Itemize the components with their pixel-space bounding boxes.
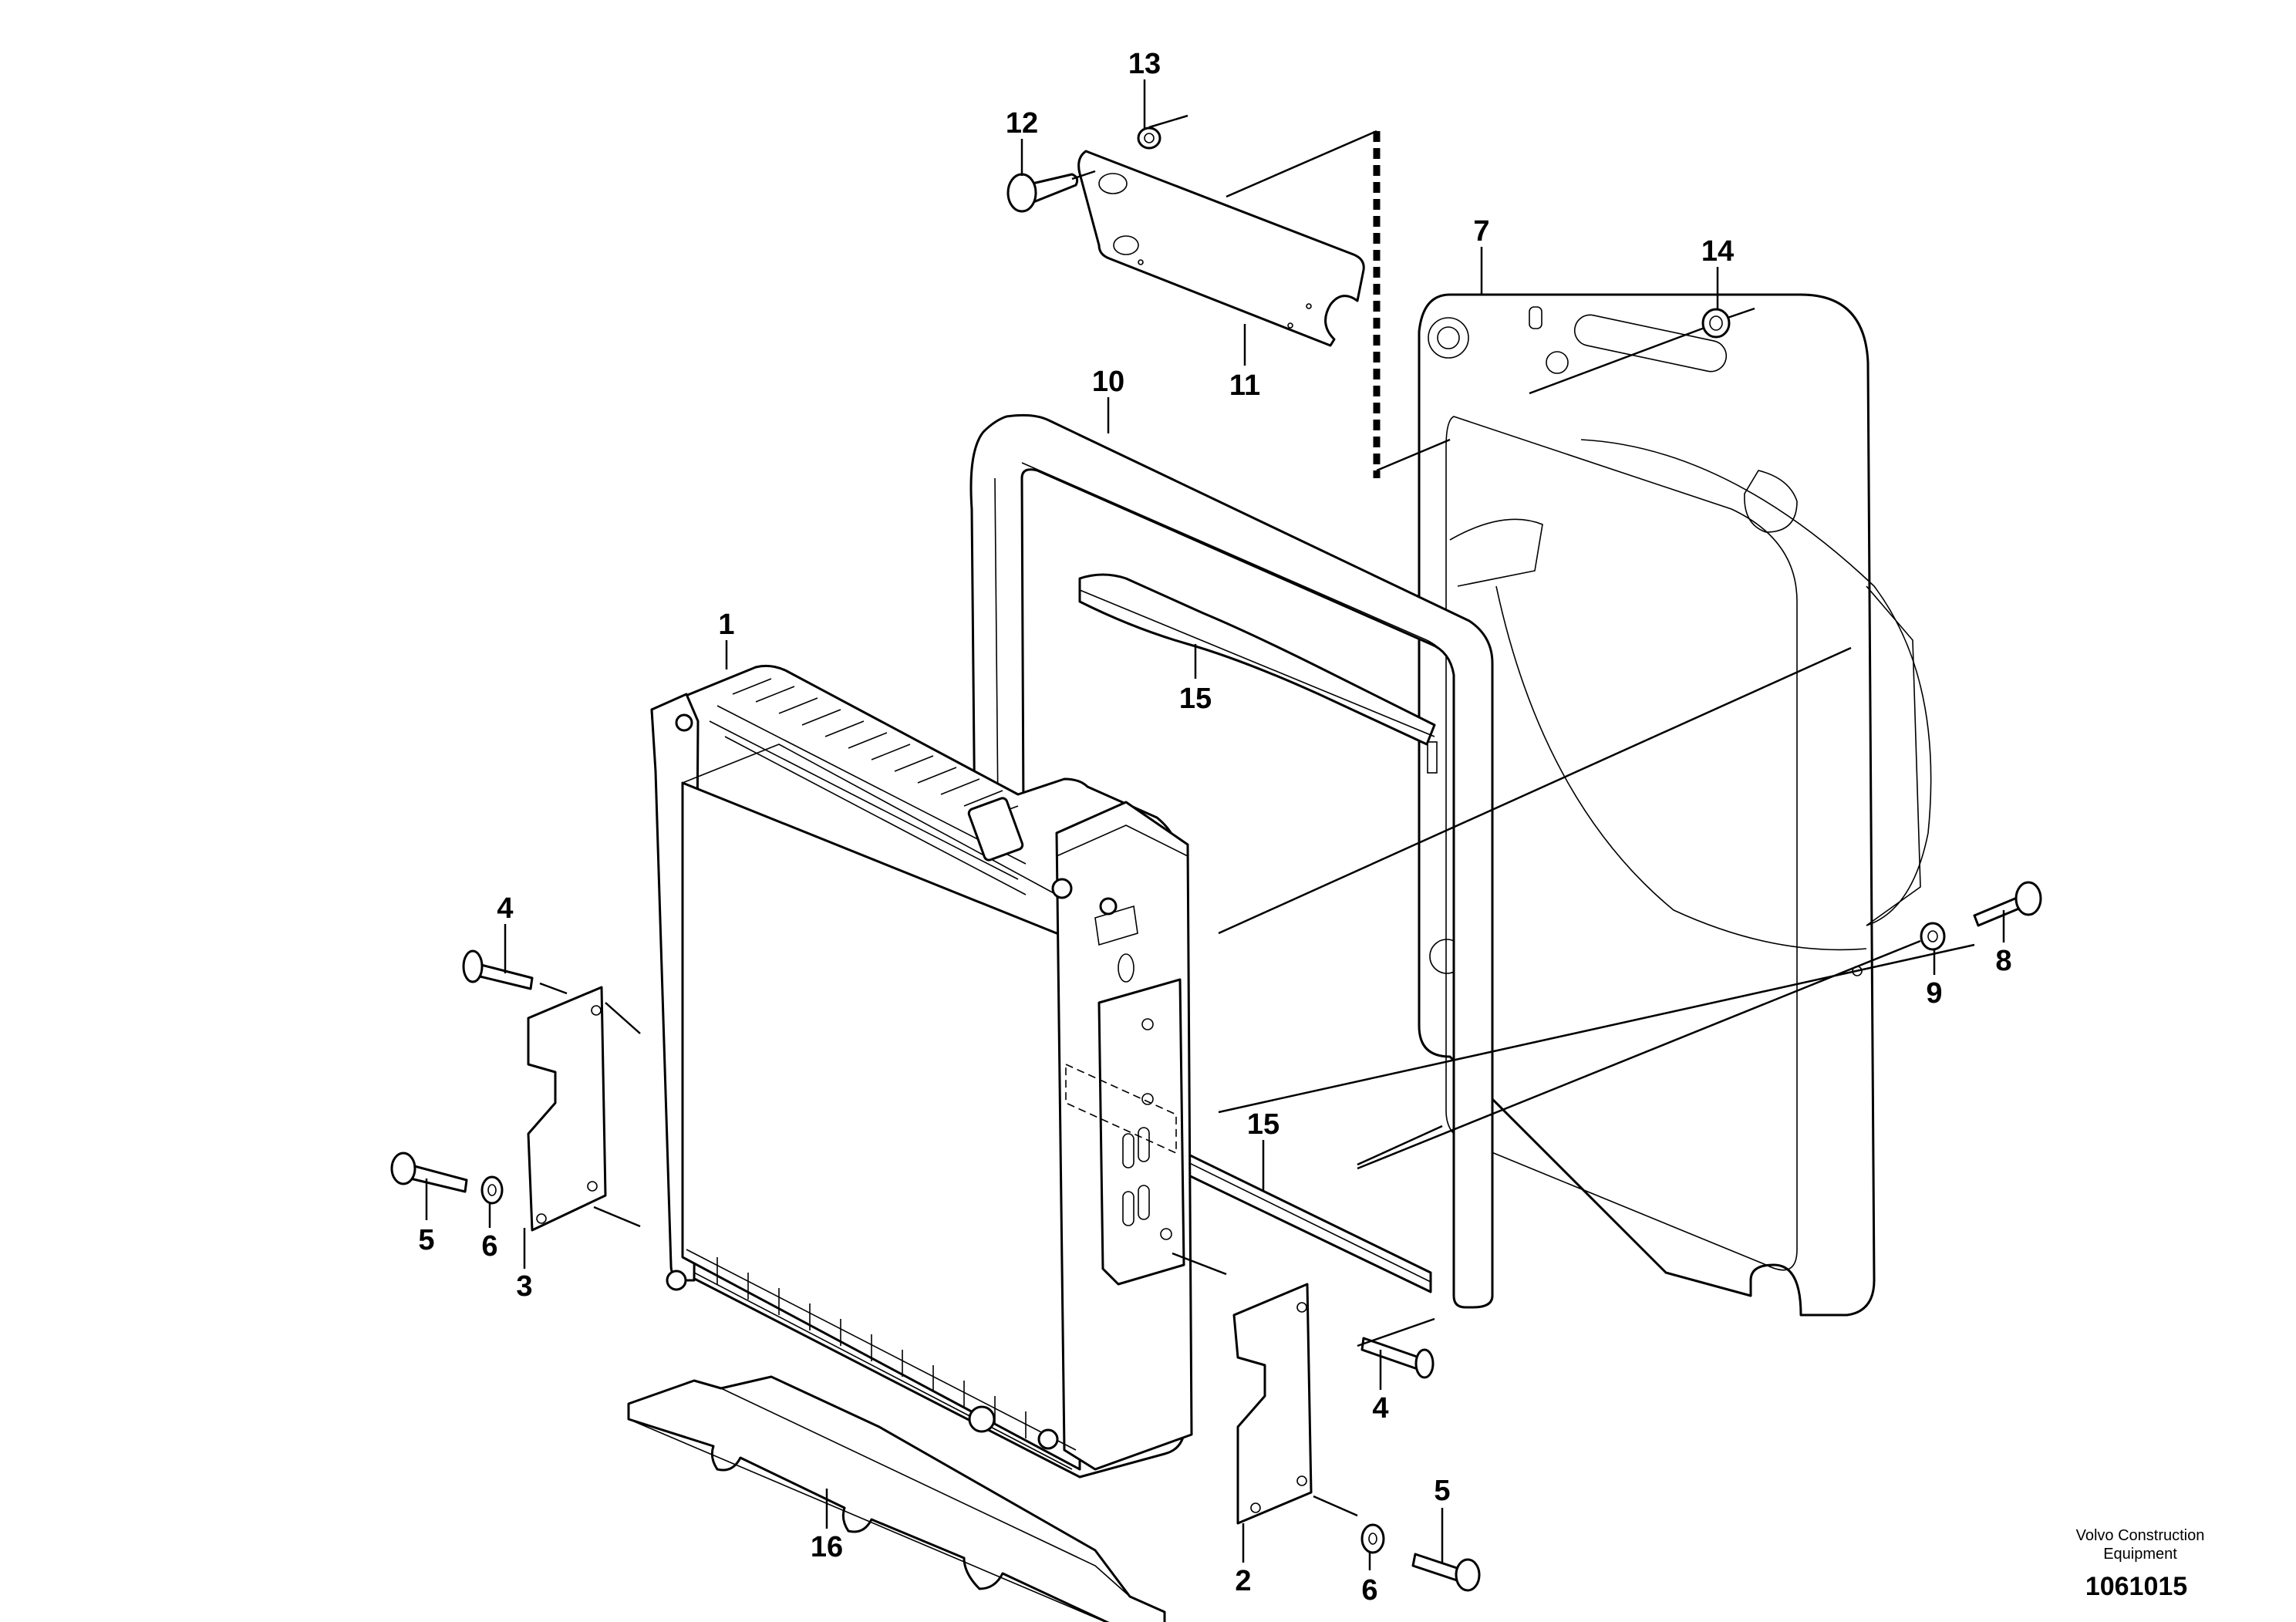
- part-9-washer: [1920, 922, 1946, 951]
- callout-3: 3: [516, 1228, 533, 1303]
- part-4-bolt-upper: [462, 949, 534, 990]
- part-16-support-beam: [627, 1375, 1166, 1622]
- callout-6-left: 6: [481, 1203, 498, 1263]
- callout-5-lower: 5: [1434, 1475, 1451, 1564]
- leader-lines: [539, 114, 1975, 1517]
- callout-number: 4: [1372, 1392, 1388, 1425]
- part-6-washer-lower: [1360, 1523, 1385, 1554]
- part-4-bolt-lower: [1360, 1337, 1435, 1379]
- callout-14: 14: [1701, 235, 1734, 309]
- callout-number: 16: [811, 1531, 843, 1563]
- part-7-fan-shroud: [1418, 293, 1932, 1317]
- callout-number: 8: [1995, 945, 2011, 977]
- callout-1: 1: [718, 609, 735, 669]
- part-11-cover-plate: [1077, 150, 1365, 347]
- radiator-bottom-fins: [686, 1249, 1077, 1470]
- callout-number: 4: [497, 892, 513, 925]
- callout-number: 6: [481, 1230, 497, 1263]
- callout-number: 15: [1179, 683, 1212, 715]
- part-3-bracket-left: [527, 986, 607, 1232]
- leader: [1376, 438, 1451, 472]
- part-6-washer-left: [480, 1175, 504, 1205]
- document-number: 1061015: [2085, 1572, 2187, 1601]
- part-8-bolt: [1973, 881, 2042, 927]
- callout-number: 12: [1006, 107, 1038, 140]
- callout-15-lower: 15: [1247, 1108, 1279, 1192]
- callout-number: 7: [1473, 215, 1489, 248]
- callout-16: 16: [811, 1489, 843, 1563]
- callout-2: 2: [1235, 1523, 1252, 1597]
- part-12-rivet: [1006, 173, 1079, 213]
- callout-10: 10: [1092, 366, 1124, 433]
- callout-number: 9: [1926, 977, 1942, 1010]
- callout-4-upper: 4: [497, 892, 514, 973]
- radiator-top-fins: [709, 678, 1027, 895]
- part-5-bolt-left: [390, 1152, 468, 1193]
- callout-number: 10: [1092, 366, 1124, 398]
- callout-15-upper: 15: [1179, 644, 1212, 715]
- callout-number: 3: [516, 1270, 532, 1303]
- part-2-bracket-right: [1232, 1283, 1313, 1525]
- callout-number: 1: [718, 609, 734, 641]
- part-5-bolt-lower: [1411, 1553, 1481, 1592]
- part-1-radiator: [650, 664, 1193, 1479]
- callout-9: 9: [1926, 950, 1943, 1010]
- callout-number: 11: [1229, 369, 1260, 402]
- credit-line-1: Volvo Construction: [2076, 1527, 2205, 1544]
- credit-line-2: Equipment: [2103, 1546, 2177, 1563]
- part-13-washer: [1137, 126, 1161, 150]
- callout-number: 13: [1128, 48, 1161, 80]
- callout-6-lower: 6: [1361, 1553, 1378, 1607]
- callout-number: 5: [418, 1224, 434, 1256]
- callout-number: 2: [1235, 1565, 1251, 1597]
- leader: [1226, 130, 1377, 198]
- callout-13: 13: [1128, 48, 1161, 128]
- part-15-foam-strip-upper: [1078, 573, 1436, 746]
- part-14-nut: [1701, 308, 1731, 339]
- callout-4-lower: 4: [1372, 1350, 1389, 1425]
- callout-12: 12: [1006, 107, 1038, 176]
- callout-11: 11: [1229, 324, 1260, 402]
- callout-number: 6: [1361, 1574, 1377, 1607]
- callout-7: 7: [1473, 215, 1490, 295]
- callout-8: 8: [1995, 910, 2012, 977]
- callout-5-left: 5: [418, 1179, 435, 1256]
- callout-number: 15: [1247, 1108, 1279, 1141]
- callout-number: 5: [1434, 1475, 1450, 1507]
- callout-number: 14: [1701, 235, 1734, 268]
